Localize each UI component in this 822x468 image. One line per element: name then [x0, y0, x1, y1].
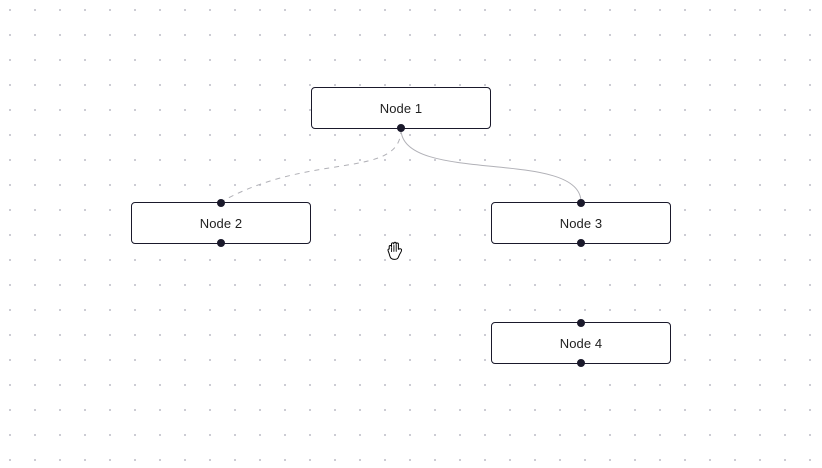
node-label: Node 3: [559, 215, 603, 231]
node-handle-top[interactable]: [577, 319, 585, 327]
graph-node-node-3[interactable]: Node 3: [491, 199, 671, 247]
graph-node-node-4[interactable]: Node 4: [491, 319, 671, 367]
node-handle-top[interactable]: [217, 199, 225, 207]
node-handle-bottom[interactable]: [577, 239, 585, 247]
node-handle-bottom[interactable]: [217, 239, 225, 247]
node-handle-top[interactable]: [577, 199, 585, 207]
node-label: Node 4: [559, 335, 603, 351]
node-handle-bottom[interactable]: [397, 124, 405, 132]
graph-node-node-2[interactable]: Node 2: [131, 199, 311, 247]
node-label: Node 2: [199, 215, 243, 231]
node-handle-bottom[interactable]: [577, 359, 585, 367]
graph-node-node-1[interactable]: Node 1: [311, 87, 491, 132]
node-label: Node 1: [379, 100, 423, 116]
